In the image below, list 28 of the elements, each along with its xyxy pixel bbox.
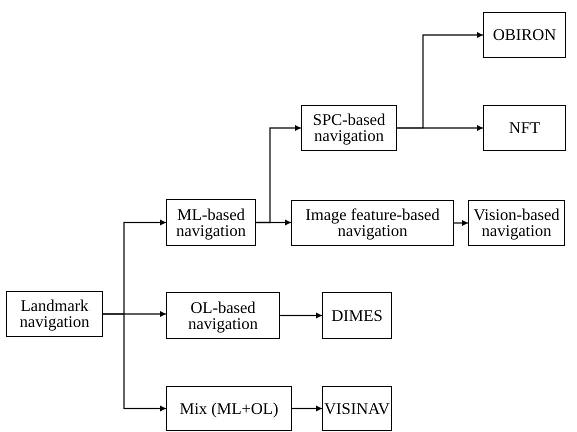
node-label: Mix (ML+OL) <box>180 400 278 416</box>
process-box <box>483 105 566 151</box>
process-box <box>291 200 454 246</box>
arrow <box>103 313 166 412</box>
arrow <box>256 220 291 226</box>
process-box <box>483 12 566 58</box>
node-label: SPC-based navigation <box>312 112 386 144</box>
node-label: Landmark navigation <box>18 298 90 330</box>
arrow <box>292 406 322 412</box>
node-label: DIMES <box>331 308 383 324</box>
process-box <box>166 199 256 246</box>
node-label: Image feature-based navigation <box>304 207 441 239</box>
node-label: OL-based navigation <box>187 300 259 332</box>
process-box <box>468 200 565 246</box>
arrow <box>397 125 483 131</box>
process-box <box>166 292 280 339</box>
arrow <box>454 220 468 226</box>
node-label: ML-based navigation <box>175 206 247 238</box>
process-box <box>166 386 292 431</box>
process-box <box>322 386 392 431</box>
node-label: OBIRON <box>492 27 556 43</box>
node-label: Vision-based navigation <box>472 207 561 239</box>
node-label: VISINAV <box>324 400 390 416</box>
node-label: NFT <box>508 120 540 136</box>
process-box <box>301 105 397 151</box>
arrow <box>280 312 322 318</box>
process-box <box>6 291 103 337</box>
process-box <box>322 292 392 339</box>
